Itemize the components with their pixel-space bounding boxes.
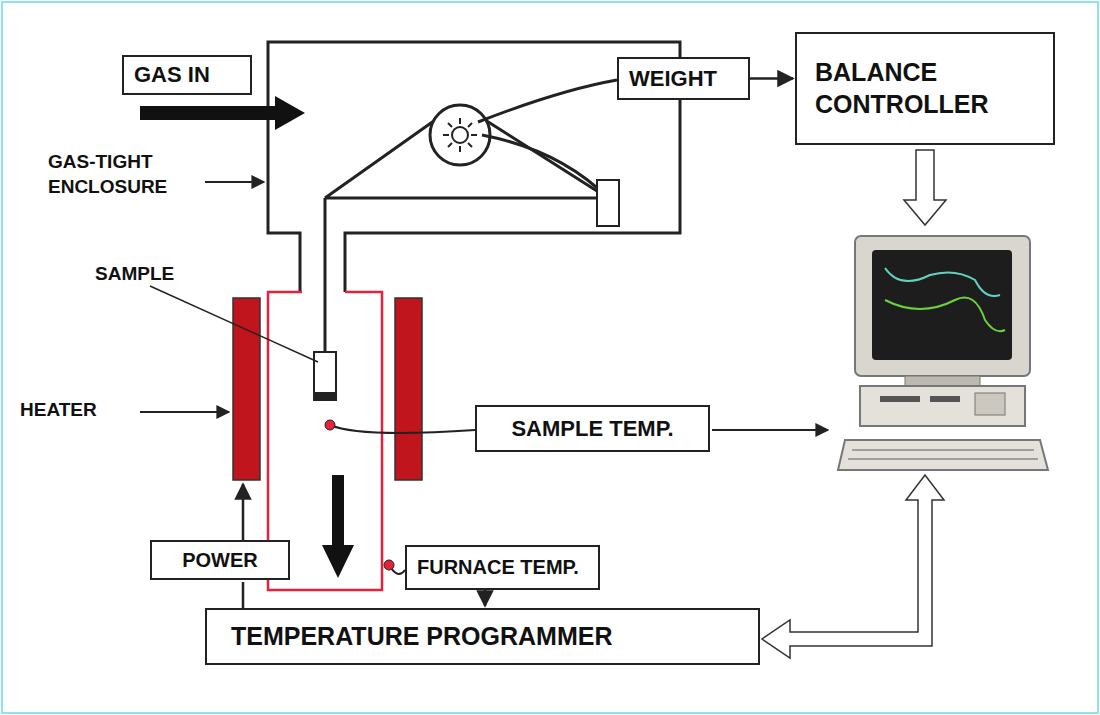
connector [242,582,245,608]
part-label: SAMPLE [95,262,215,287]
leader-line [150,286,318,362]
box-text: GAS IN [134,61,210,89]
gas-in-arrow [140,96,305,130]
connector [750,77,793,80]
pulley-symbol [443,118,477,152]
heater-element [395,298,422,480]
part-label: GAS-TIGHT ENCLOSURE [48,150,208,199]
signal-box: FURNACE TEMP. [405,545,600,590]
controller-box: BALANCE CONTROLLER [795,32,1055,145]
box-text: BALANCE CONTROLLER [815,57,1035,120]
balance-mechanism [325,80,619,352]
controller-box: TEMPERATURE PROGRAMMER [205,608,760,665]
weight-box: WEIGHT [617,57,750,100]
box-text: POWER [182,548,258,573]
box-text: TEMPERATURE PROGRAMMER [231,621,612,652]
leader-arrow [205,181,264,183]
leader-arrow [140,411,229,413]
power-line [242,484,245,540]
signal-box: SAMPLE TEMP. [475,405,710,452]
thermocouple [384,560,394,570]
sample-thermocouple-wire [330,425,475,433]
gas-out-arrow [322,475,354,578]
data-arrow [904,150,946,225]
power-box: POWER [150,540,290,580]
gas-inlet-box: GAS IN [122,55,252,95]
sample-material [314,392,336,400]
sample-pan [314,352,336,400]
box-text: SAMPLE TEMP. [511,415,673,443]
control-arrow [762,475,944,658]
signal-arrow [712,429,828,431]
connector [484,590,487,606]
thermocouple [325,420,335,430]
computer-illustration [838,236,1048,470]
box-text: WEIGHT [629,65,717,93]
part-label: HEATER [20,398,150,423]
box-text: FURNACE TEMP. [417,555,579,580]
